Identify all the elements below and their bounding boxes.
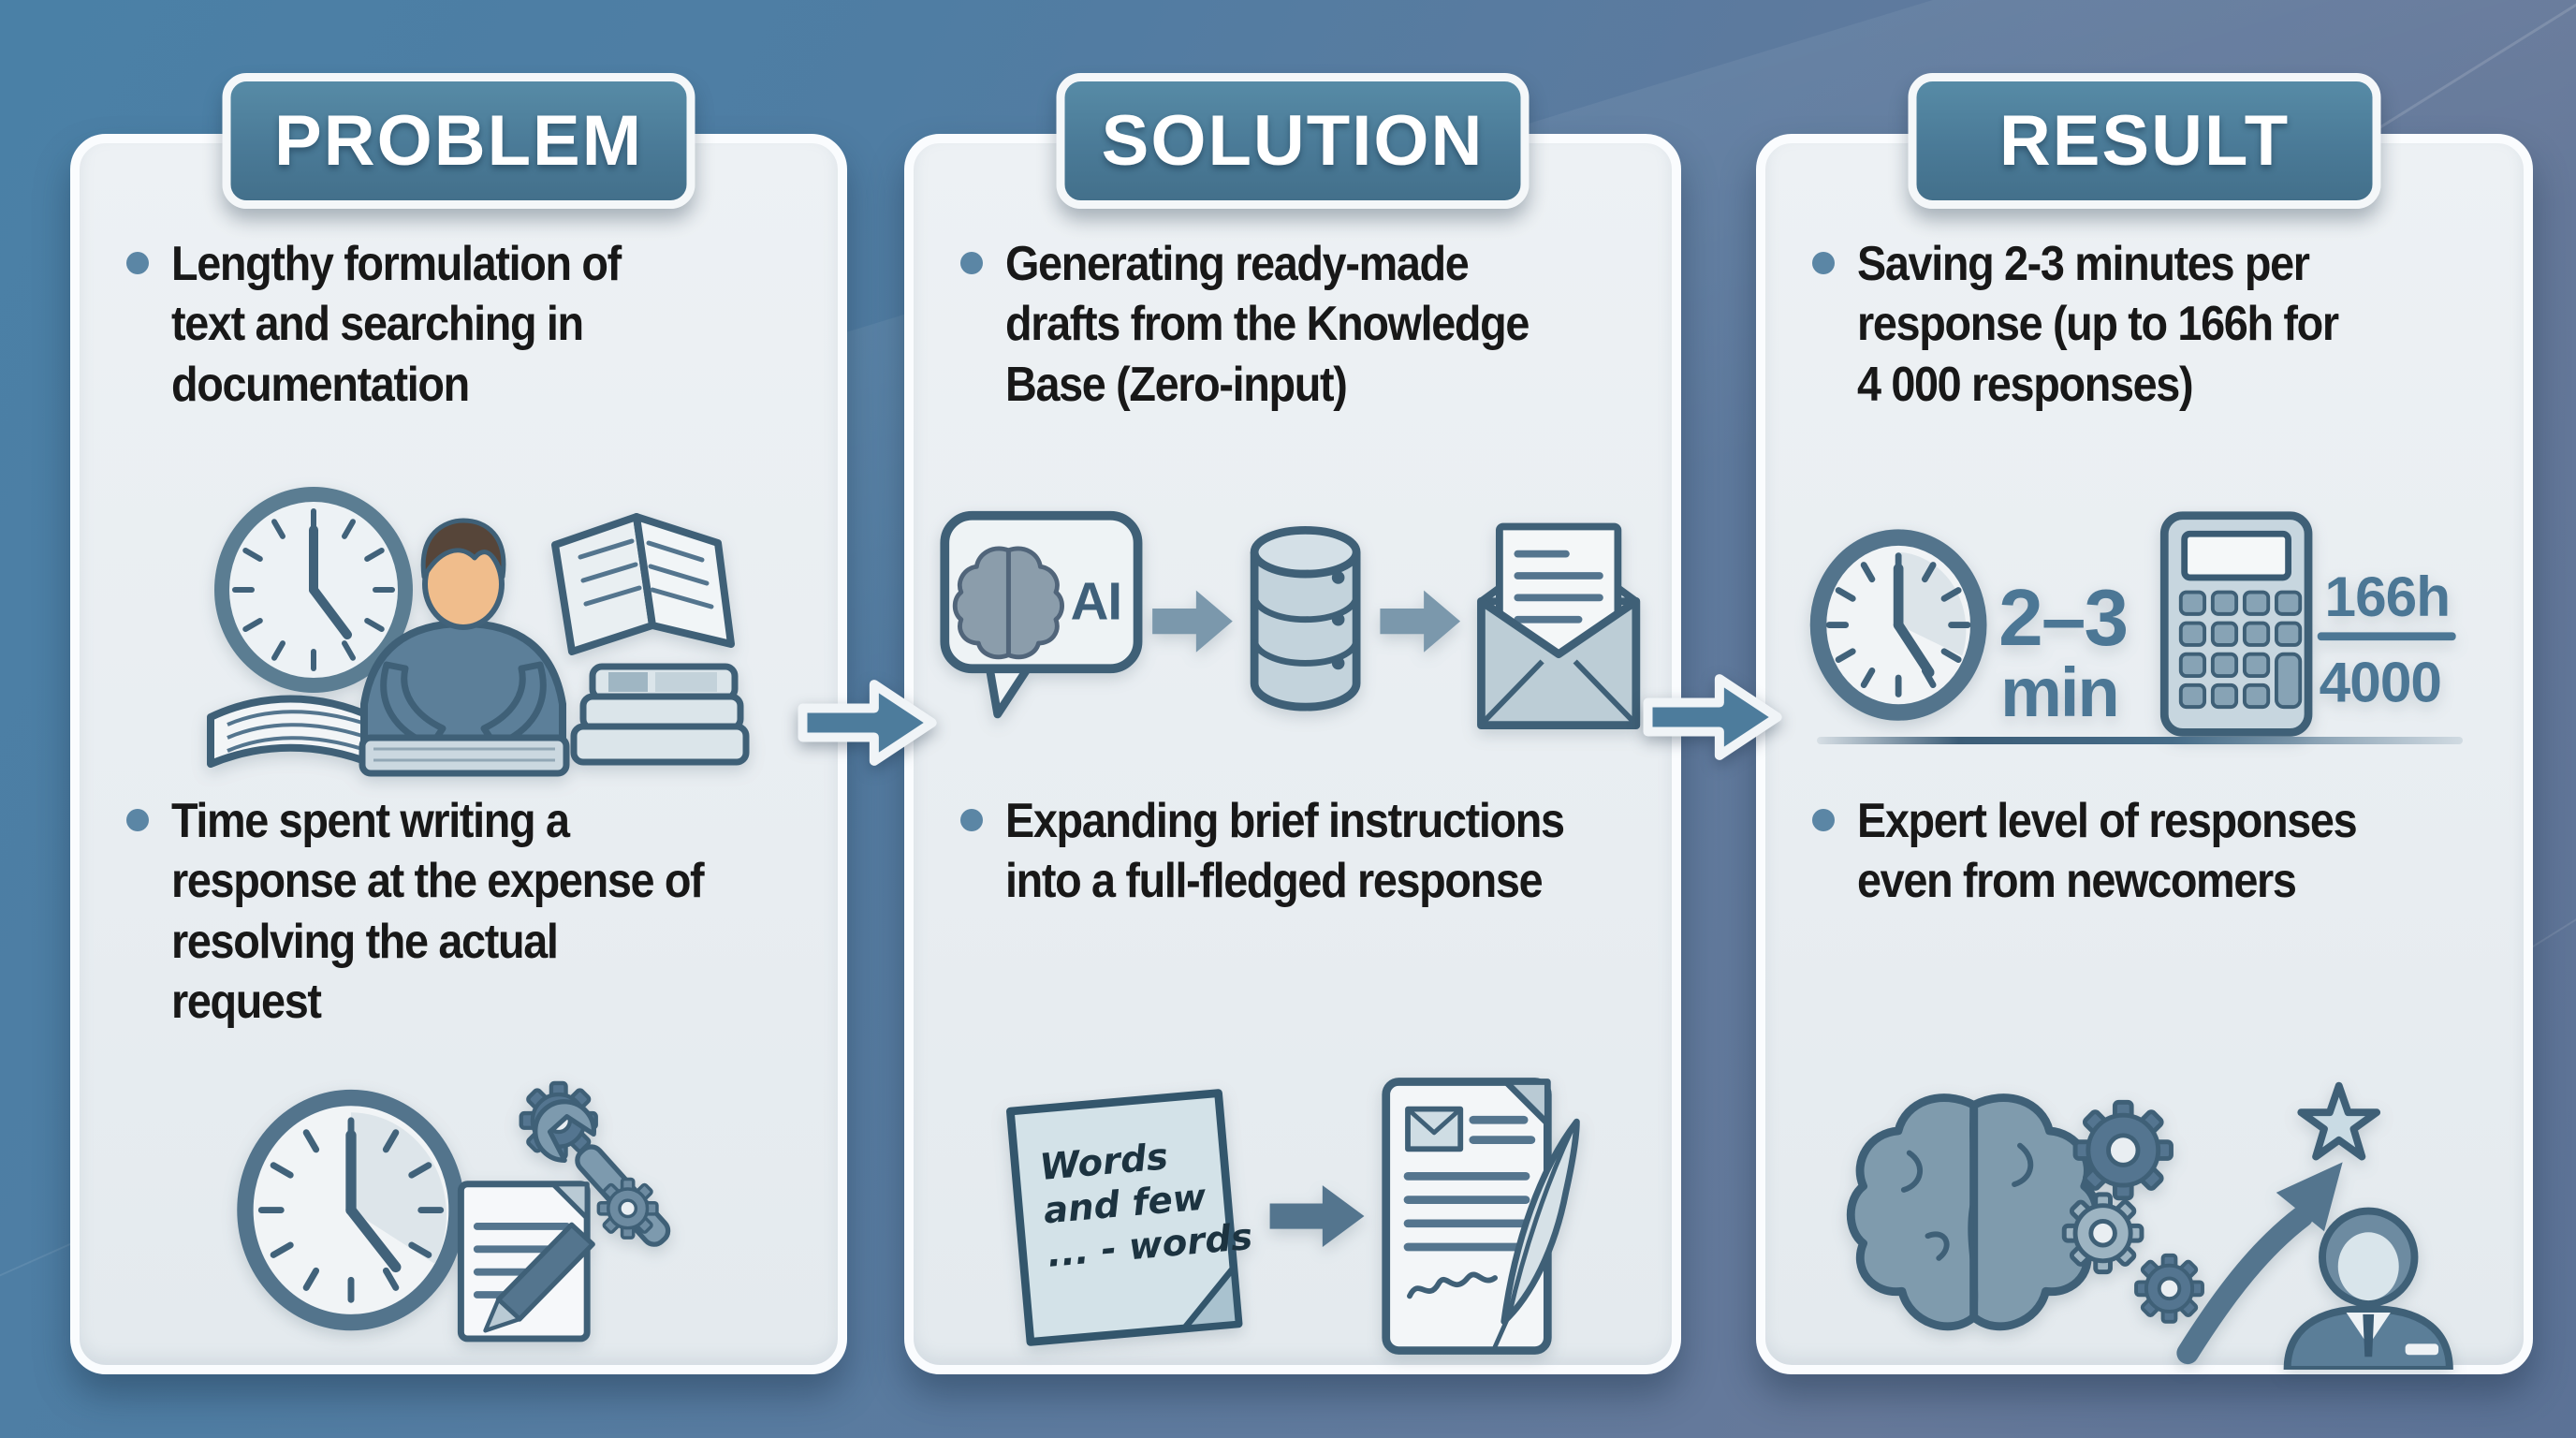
businessman-icon: [2283, 1207, 2453, 1370]
email-draft-icon: [1477, 522, 1641, 729]
clock-icon: [214, 487, 413, 693]
bullet-text: Expanding brief instructions into a full…: [1005, 794, 1565, 909]
bullet-text: Expert level of responses even from newc…: [1857, 794, 2358, 909]
signature-glyph: [1407, 1271, 1498, 1299]
expand-text-illustration: Words and few ... - words: [1006, 1078, 1580, 1355]
envelope-glyph: [1405, 1106, 1464, 1152]
time-writing-illustration: [237, 1080, 671, 1343]
bullet-dot: [960, 252, 983, 274]
solution-header-badge: SOLUTION: [1056, 73, 1530, 209]
solution-card: SOLUTION Generating ready-made drafts fr…: [904, 73, 1681, 1374]
gear-icon: [2061, 1192, 2144, 1275]
ai-knowledge-flow-illustration: AI: [940, 510, 1641, 729]
problem-card: PROBLEM Lengthy formulation of text and …: [70, 73, 847, 1374]
solution-bullet-1: Generating ready-made drafts from the Kn…: [960, 234, 1587, 415]
problem-header-label: PROBLEM: [274, 101, 643, 181]
problem-bullet-1: Lengthy formulation of text and searchin…: [126, 234, 670, 415]
problem-header-badge: PROBLEM: [222, 73, 695, 209]
expertise-growth-illustration: [1846, 1081, 2453, 1370]
result-card: RESULT Saving 2-3 minutes per response (…: [1756, 73, 2533, 1374]
open-documentation-icon: [551, 513, 735, 655]
keyboard-icon: [359, 734, 570, 777]
result-bullet-1: Saving 2-3 minutes per response (up to 1…: [1812, 234, 2392, 415]
result-header-badge: RESULT: [1908, 73, 2381, 209]
full-response-document-icon: [1382, 1078, 1580, 1355]
clock-icon: [1809, 529, 1987, 721]
arrow-right-icon: [1380, 590, 1461, 653]
star-icon: [2297, 1081, 2381, 1161]
database-icon: [1250, 525, 1361, 712]
bullet-dot: [126, 252, 149, 274]
feather-quill-icon: [1492, 1118, 1580, 1350]
bullet-text: Time spent writing a response at the exp…: [171, 794, 705, 1030]
hours-saved-value: 166h: [2325, 565, 2451, 628]
bullet-text: Generating ready-made drafts from the Kn…: [1005, 237, 1530, 412]
responses-count-value: 4000: [2320, 650, 2441, 713]
result-header-label: RESULT: [1998, 101, 2291, 181]
fraction-bar: [2317, 632, 2456, 641]
gear-icon: [596, 1177, 659, 1240]
bullet-text: Lengthy formulation of text and searchin…: [171, 237, 622, 412]
solution-header-label: SOLUTION: [1101, 101, 1485, 181]
ai-chat-brain-icon: AI: [940, 510, 1143, 719]
sticky-note-icon: Words and few ... - words: [1006, 1089, 1254, 1346]
bullet-dot: [960, 809, 983, 831]
pen-icon: [483, 1222, 595, 1333]
gear-icon: [2072, 1099, 2174, 1201]
time-savings-illustration: 2–3 min 166h 4000: [1809, 511, 2456, 737]
person-figure: [360, 518, 566, 758]
calculator-icon: [2159, 511, 2313, 737]
section-divider: [1817, 737, 2463, 744]
solution-bullet-2: Expanding brief instructions into a full…: [960, 791, 1626, 912]
overworked-agent-illustration: [207, 487, 750, 777]
result-bullet-2: Expert level of responses even from newc…: [1812, 791, 2412, 912]
bullet-dot: [1812, 809, 1835, 831]
solution-to-result-arrow-icon: [1643, 674, 1782, 760]
ai-label: AI: [1071, 572, 1121, 631]
bullet-text: Saving 2-3 minutes per response (up to 1…: [1857, 237, 2339, 412]
minutes-saved-unit: min: [2000, 653, 2118, 731]
gear-icon: [2134, 1253, 2204, 1324]
arrow-right-icon: [1152, 590, 1233, 653]
growth-arrow-icon: [2176, 1162, 2343, 1365]
arrow-right-icon: [1269, 1185, 1365, 1248]
bullet-dot: [1812, 252, 1835, 274]
clock-icon: [237, 1089, 465, 1331]
bullet-dot: [126, 809, 149, 831]
problem-to-solution-arrow-icon: [798, 680, 937, 766]
minutes-saved-value: 2–3: [1998, 573, 2127, 663]
brain-icon: [1846, 1093, 2101, 1331]
problem-bullet-2: Time spent writing a response at the exp…: [126, 791, 762, 1033]
paper-stack-icon: [570, 663, 750, 766]
